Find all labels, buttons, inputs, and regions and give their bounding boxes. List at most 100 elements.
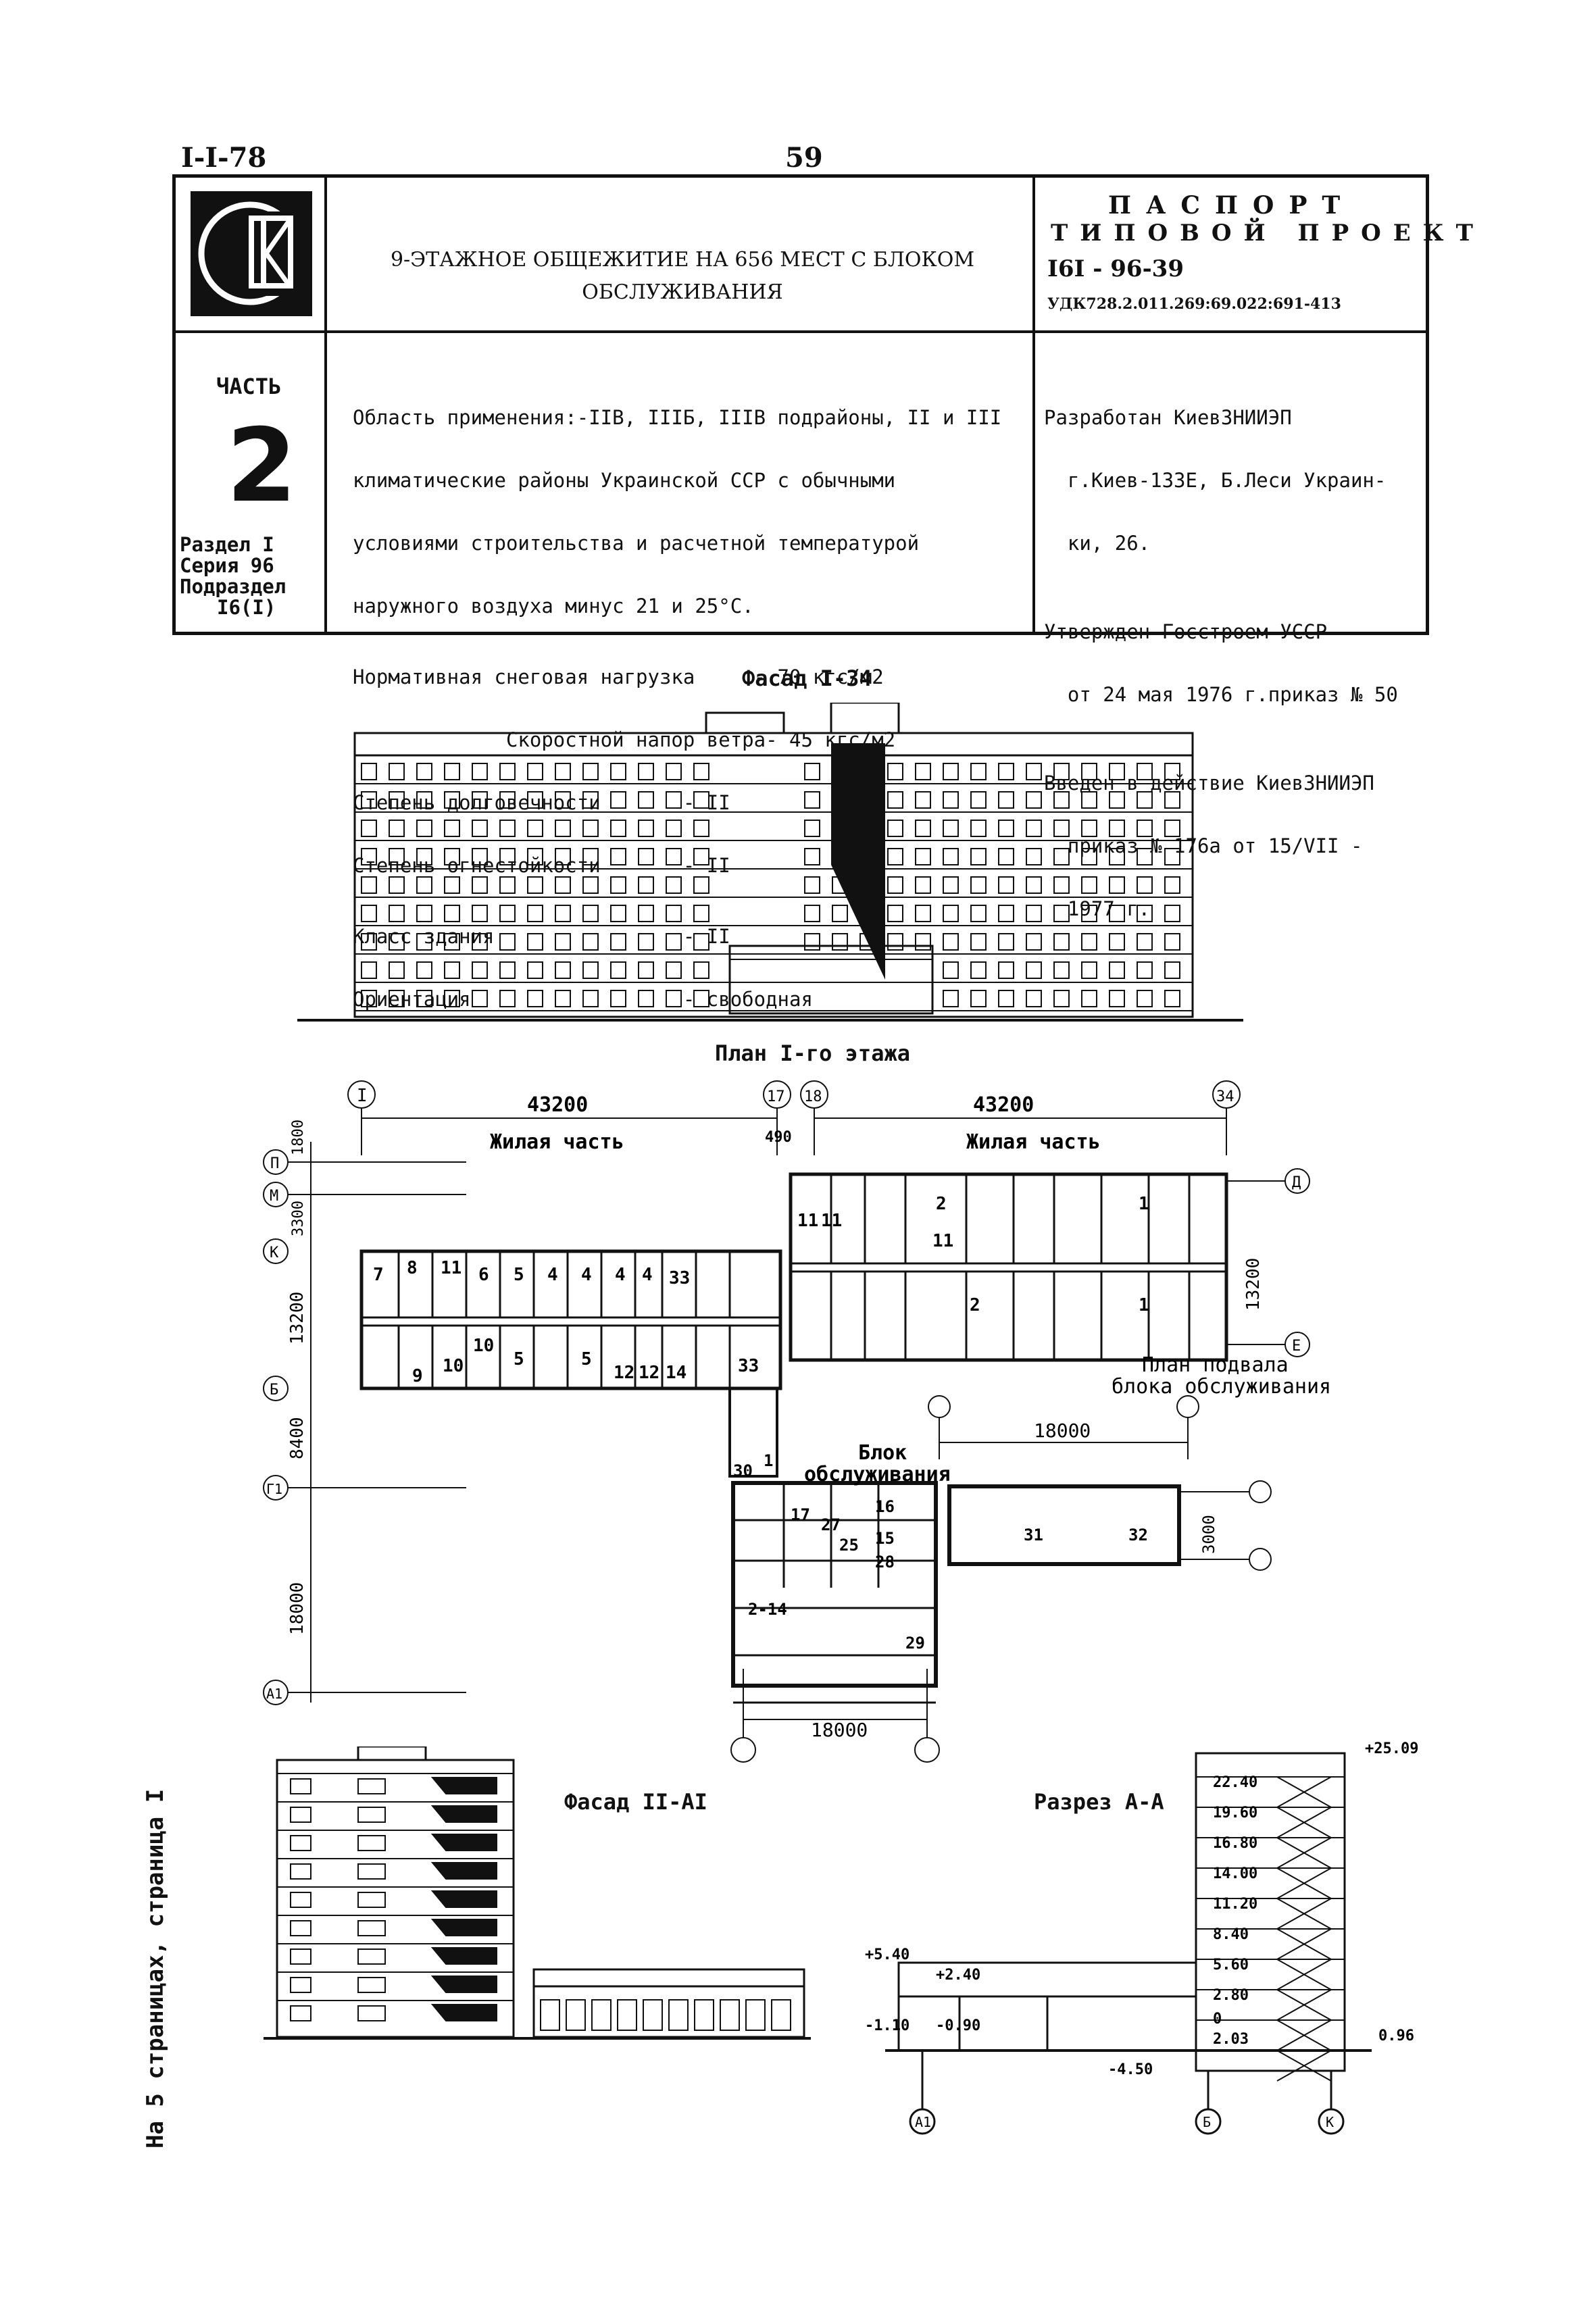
facade-window (693, 763, 709, 780)
facade-window (582, 820, 599, 837)
facade-window (527, 791, 543, 809)
facade-window (1164, 763, 1180, 780)
facade-window (610, 990, 626, 1007)
facade-window (943, 848, 959, 865)
facade-window (1026, 961, 1042, 979)
desc-line: Нормативная снеговая нагрузка - 70 кгс/м… (353, 665, 884, 688)
desc-line: условиями строительства и расчетной темп… (353, 532, 920, 555)
page-number: 59 (785, 142, 823, 174)
service-block-label-2: обслуживания (804, 1463, 951, 1486)
facade-window (915, 933, 931, 951)
facade-window (555, 961, 571, 979)
facade-window (1164, 791, 1180, 809)
level-label: 8.40 (1213, 1926, 1249, 1943)
plan-first-caption: План I-го этажа (715, 1040, 910, 1066)
facade-window (804, 763, 820, 780)
facade-window (610, 961, 626, 979)
room-number: 5 (514, 1265, 524, 1285)
facade-window (1164, 961, 1180, 979)
axis-17: 17 (767, 1088, 785, 1105)
facade-window (1137, 848, 1153, 865)
facade-window (472, 763, 488, 780)
level-label: 22.40 (1213, 1774, 1257, 1791)
facade-window (527, 848, 543, 865)
facade-window (1164, 876, 1180, 894)
facade-window (290, 1892, 311, 1908)
facade-window (1109, 848, 1125, 865)
facade-window (1137, 933, 1153, 951)
facade-window (771, 1999, 791, 2031)
facade-window (970, 820, 987, 837)
axis-18: 18 (804, 1088, 822, 1105)
axis-1: I (357, 1086, 368, 1106)
info-line: от 24 мая 1976 г.приказ № 50 (1044, 683, 1398, 706)
project-title-line2: ОБСЛУЖИВАНИЯ (582, 280, 783, 304)
axis-k: К (270, 1244, 279, 1261)
room-number: 15 (875, 1529, 895, 1548)
facade-window (472, 876, 488, 894)
facade-window (666, 905, 682, 922)
facade-window (610, 876, 626, 894)
facade-window (804, 848, 820, 865)
level-label: 2.80 (1213, 1987, 1249, 2004)
facade-window (998, 961, 1014, 979)
facade-window (555, 905, 571, 922)
level-label: +5.40 (865, 1946, 909, 1963)
facade-window (693, 961, 709, 979)
facade-window (1026, 876, 1042, 894)
axis-34: 34 (1216, 1088, 1235, 1105)
facade-window (1081, 905, 1097, 922)
basement-dim: 18000 (1034, 1419, 1091, 1442)
balcony (430, 1919, 497, 1936)
room-number: 11 (797, 1211, 818, 1231)
facade-window (582, 791, 599, 809)
basement-title-2: блока обслуживания (1112, 1375, 1331, 1399)
room-number: 33 (669, 1268, 690, 1288)
section-axis: А1 (915, 2114, 931, 2130)
facade-window (582, 933, 599, 951)
facade-window (540, 1999, 560, 2031)
facade-window (1026, 820, 1042, 837)
facade-window (970, 961, 987, 979)
room-number: 11 (441, 1258, 462, 1278)
facade-window (998, 933, 1014, 951)
facade-window (1137, 990, 1153, 1007)
facade-window (887, 933, 903, 951)
table-divider (1032, 178, 1035, 633)
facade-window (499, 876, 516, 894)
facade-window (693, 990, 709, 1007)
facade-window (610, 820, 626, 837)
facade-window (290, 1920, 311, 1936)
facade-window (527, 961, 543, 979)
facade-window (1081, 848, 1097, 865)
level-label: 0.96 (1378, 2028, 1414, 2044)
facade-window (915, 876, 931, 894)
room-number: 9 (412, 1366, 423, 1386)
series-label: Серия 96 (180, 554, 274, 577)
facade-window (444, 933, 460, 951)
facade-window (389, 990, 405, 1007)
facade-window (943, 990, 959, 1007)
facade-window (666, 961, 682, 979)
facade-window (1137, 876, 1153, 894)
facade-window (499, 961, 516, 979)
facade-window (1053, 876, 1070, 894)
facade-window (693, 820, 709, 837)
project-title: 9-ЭТАЖНОЕ ОБЩЕЖИТИЕ НА 656 МЕСТ С БЛОКОМ… (378, 244, 987, 309)
facade-window (357, 2005, 386, 2021)
desc-line: климатические районы Украинской ССР с об… (353, 469, 896, 492)
desc-line: наружного воздуха минус 21 и 25°С. (353, 595, 754, 618)
service-block-label-1: Блок (858, 1441, 907, 1465)
living-right-label: Жилая часть (966, 1130, 1101, 1154)
facade-window (416, 990, 432, 1007)
room-number: 14 (666, 1363, 687, 1383)
facade-window (290, 1835, 311, 1851)
facade-window (832, 933, 848, 951)
facade-window (887, 876, 903, 894)
facade-window (472, 933, 488, 951)
facade-window (290, 2005, 311, 2021)
facade-window (887, 848, 903, 865)
room-number: 4 (547, 1265, 558, 1285)
facade-window (1053, 848, 1070, 865)
facade-window (472, 990, 488, 1007)
